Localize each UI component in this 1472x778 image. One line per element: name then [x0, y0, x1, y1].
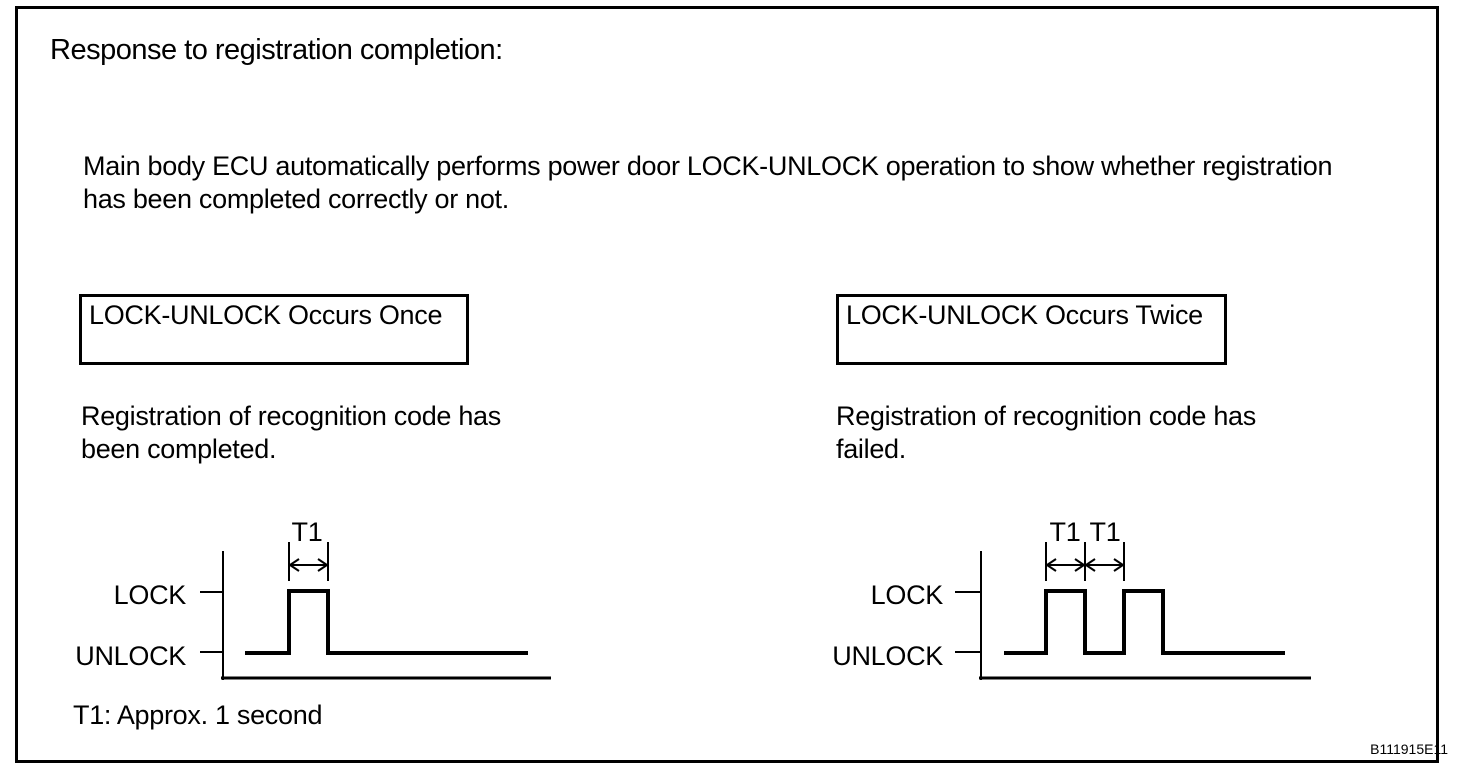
arrowhead-mid-left-icon: [1084, 558, 1096, 572]
unlock-level-label: UNLOCK: [832, 641, 943, 671]
result-box-twice-label: LOCK-UNLOCK Occurs Twice: [846, 300, 1203, 330]
figure-code: B111915E11: [1370, 741, 1448, 757]
result-box-once: LOCK-UNLOCK Occurs Once: [79, 294, 469, 365]
t1-dimension-lines: [1045, 542, 1125, 581]
description-line-2: has been completed correctly or not.: [83, 184, 509, 214]
signal-trace: [245, 589, 528, 655]
t1-dimension-label-1: T1: [1050, 517, 1081, 547]
caption-twice-line-1: Registration of recognition code has: [836, 401, 1256, 431]
signal-trace: [1004, 589, 1285, 655]
signal-axes: [955, 551, 1311, 680]
waveform-single-pulse: T1 LOCK UNLOCK: [75, 517, 551, 680]
arrowhead-left-icon: [1045, 558, 1057, 572]
caption-once: Registration of recognition code has bee…: [81, 400, 501, 466]
arrowhead-mid-right-icon: [1074, 558, 1086, 572]
caption-once-line-2: been completed.: [81, 434, 277, 464]
result-box-twice: LOCK-UNLOCK Occurs Twice: [836, 294, 1227, 365]
arrowhead-right-icon: [317, 558, 329, 572]
lock-level-label: LOCK: [114, 580, 187, 610]
signal-axes: [200, 551, 551, 680]
figure-description: Main body ECU automatically performs pow…: [83, 150, 1332, 216]
caption-once-line-1: Registration of recognition code has: [81, 401, 501, 431]
waveform-double-pulse: T1 T1 LOCK UNLOCK: [832, 517, 1311, 680]
caption-twice: Registration of recognition code has fai…: [836, 400, 1256, 466]
figure-title: Response to registration completion:: [50, 34, 503, 66]
t1-dimension-lines: [288, 542, 329, 581]
figure-border: Response to registration completion: Mai…: [15, 6, 1448, 763]
t1-dimension-label: T1: [292, 517, 323, 547]
arrowhead-left-icon: [288, 558, 300, 572]
t1-dimension-label-2: T1: [1090, 517, 1121, 547]
unlock-level-label: UNLOCK: [75, 641, 186, 671]
t1-footnote: T1: Approx. 1 second: [73, 700, 323, 730]
arrowhead-right-icon: [1113, 558, 1125, 572]
lock-level-label: LOCK: [871, 580, 944, 610]
description-line-1: Main body ECU automatically performs pow…: [83, 151, 1333, 181]
result-box-once-label: LOCK-UNLOCK Occurs Once: [89, 300, 443, 330]
caption-twice-line-2: failed.: [836, 434, 906, 464]
